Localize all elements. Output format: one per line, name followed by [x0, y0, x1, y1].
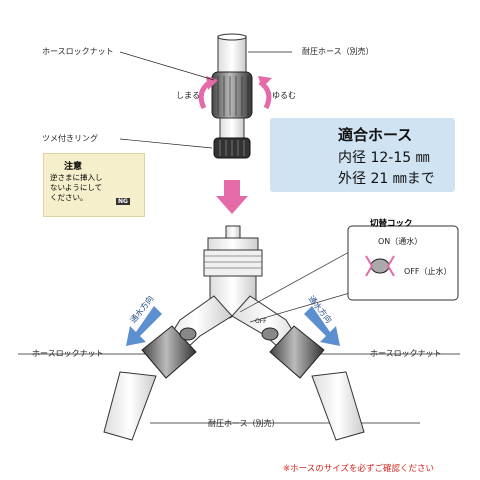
warning-text: 逆さまに挿入しないようにしてください。 [50, 173, 103, 202]
label-hose-lock-nut-left: ホースロックナット [32, 349, 104, 358]
cock-title: 切替コック [370, 219, 413, 229]
footnote: ※ホースのサイズを必ずご確認ください [283, 464, 434, 474]
flow-arrow-left [126, 306, 162, 346]
flow-arrow-right [304, 306, 340, 346]
spec-title: 適合ホース [338, 126, 413, 144]
warning-badge: NG [116, 198, 130, 205]
hose-right [311, 371, 365, 441]
warning-title: 注意 [64, 162, 83, 172]
hose-left [103, 371, 157, 441]
label-hose-bottom: 耐圧ホース（別売） [208, 419, 280, 428]
label-claw-ring: ツメ付きリング [42, 134, 98, 143]
valve-knob-right [261, 327, 279, 341]
label-tighten: しまる [176, 91, 200, 100]
cock-off-label: OFF（止水） [404, 267, 452, 276]
spec-outer-diameter: 外径 21 ㎜まで [338, 171, 435, 187]
label-hose-lock-nut-top: ホースロックナット [42, 47, 114, 56]
spec-box: 適合ホース 内径 12-15 ㎜ 外径 21 ㎜まで [270, 118, 455, 192]
warning-box: 注意 逆さまに挿入しないようにしてください。 NG [43, 153, 145, 217]
cock-on-label: ON（通水） [378, 237, 423, 246]
valve-knob-left [179, 327, 197, 341]
y-splitter [103, 225, 365, 441]
spec-inner-diameter: 内径 12-15 ㎜ [338, 150, 430, 166]
label-off-small: OFF [255, 318, 267, 325]
down-arrow [216, 180, 248, 214]
label-hose-top-right: 耐圧ホース（別売） [302, 47, 374, 56]
top-connector [211, 33, 253, 159]
cock-callout [239, 225, 459, 323]
label-hose-lock-nut-right: ホースロックナット [370, 349, 442, 358]
label-loosen: ゆるむ [272, 91, 296, 100]
